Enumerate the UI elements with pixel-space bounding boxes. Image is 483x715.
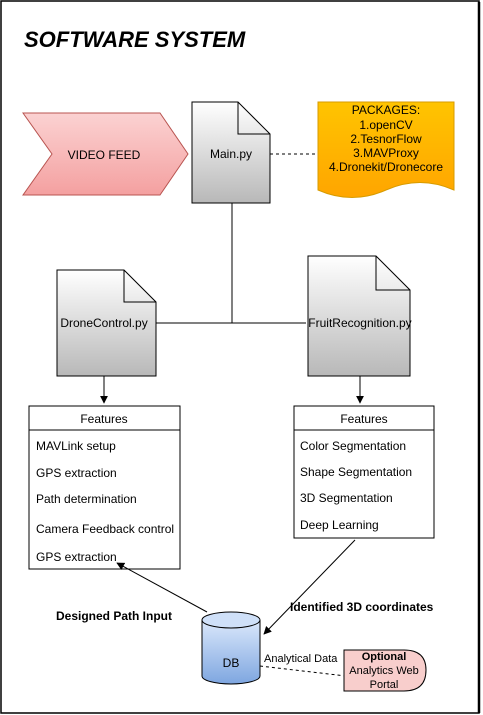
db-cylinder: DB — [201, 611, 261, 685]
right-feature-item: Color Segmentation — [300, 439, 406, 453]
packages-heading: PACKAGES: — [352, 103, 420, 117]
right-feature-item: 3D Segmentation — [300, 491, 393, 505]
portal-line-2: Portal — [370, 679, 399, 691]
fruit-recognition-label: FruitRecognition.py — [308, 316, 411, 330]
portal-optional-label: Optional — [362, 651, 407, 663]
analytical-data-label: Analytical Data — [264, 653, 338, 665]
video-feed-shape — [22, 112, 189, 196]
main-py-fold — [237, 102, 270, 135]
db-to-features-arrow — [116, 562, 208, 613]
right-feature-item: Deep Learning — [300, 518, 379, 532]
packages-shape — [317, 101, 455, 198]
right-feature-item: Shape Segmentation — [300, 465, 412, 479]
package-item: 1.openCV — [359, 118, 412, 132]
drone-control-fold — [123, 270, 156, 303]
designed-path-label: Designed Path Input — [56, 609, 172, 623]
left-features-heading: Features — [80, 412, 127, 426]
analytics-portal-box: Optional Analytics Web Portal — [343, 649, 427, 692]
page-title: SOFTWARE SYSTEM — [24, 27, 246, 52]
left-feature-item: GPS extraction — [36, 466, 117, 480]
package-item: 4.Dronekit/Dronecore — [329, 160, 443, 174]
main-py-label: Main.py — [210, 147, 252, 161]
video-feed-label: VIDEO FEED — [68, 148, 141, 162]
right-features-box: Features Color Segmentation Shape Segmen… — [293, 405, 435, 539]
left-feature-item: Path determination — [36, 492, 137, 506]
package-item: 3.MAVProxy — [353, 146, 419, 160]
left-features-box: Features MAVLink setup GPS extraction Pa… — [28, 405, 181, 570]
drone-control-document — [56, 269, 157, 377]
db-label: DB — [223, 656, 240, 670]
package-item: 2.TesnorFlow — [350, 132, 422, 146]
main-py-document — [191, 101, 271, 204]
fruit-recognition-fold — [375, 256, 410, 291]
left-feature-item: GPS extraction — [36, 550, 117, 564]
features-to-db-arrow — [263, 539, 356, 635]
fruit-recognition-document — [307, 255, 411, 377]
portal-line-1: Analytics Web — [349, 665, 419, 677]
left-feature-item: MAVLink setup — [36, 439, 116, 453]
left-feature-item: Camera Feedback control — [36, 522, 174, 536]
drone-control-label: DroneControl.py — [60, 316, 147, 330]
identified-coordinates-label: Identified 3D coordinates — [290, 600, 434, 614]
right-features-heading: Features — [340, 412, 387, 426]
analytical-data-connector — [259, 665, 347, 677]
